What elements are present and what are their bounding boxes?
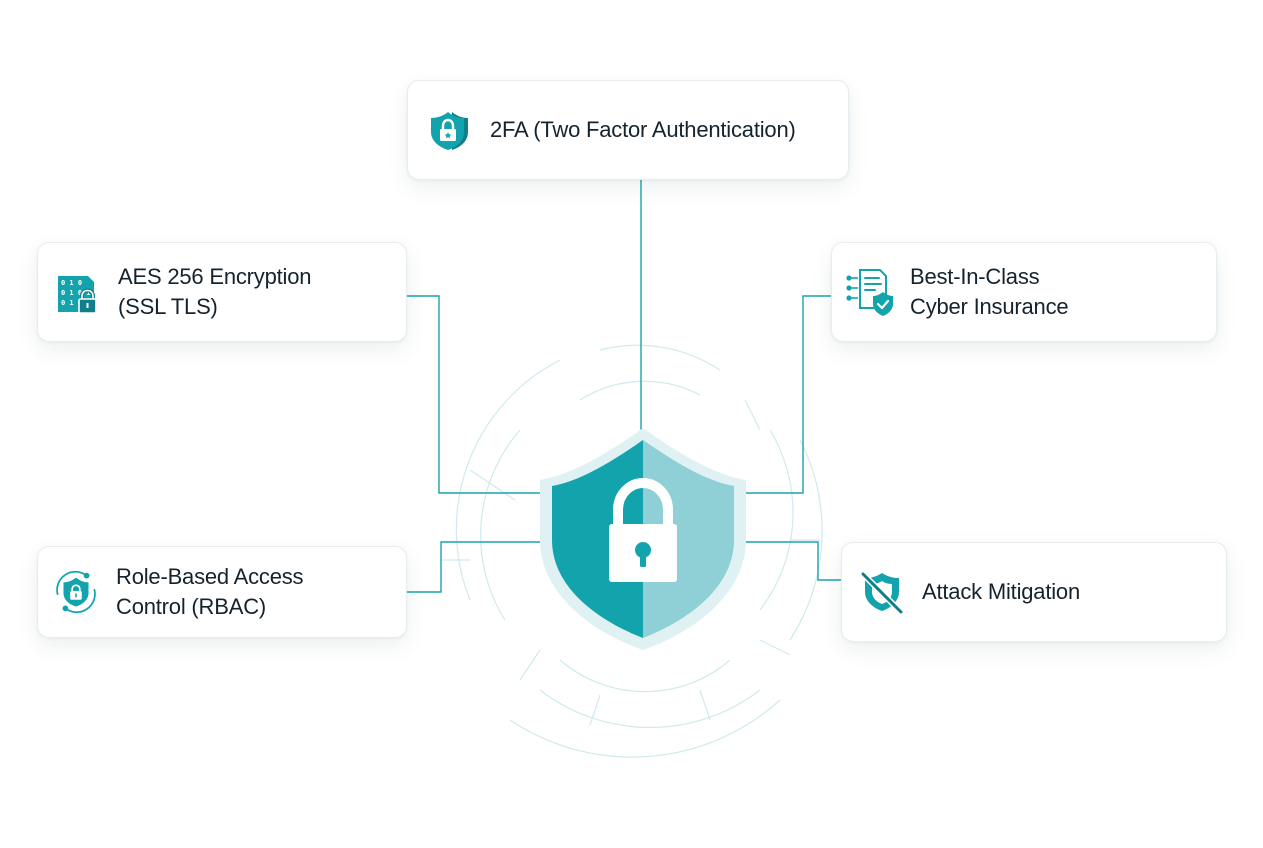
feature-card-aes: 0 1 0 0 1 0 1 0 1 0 AES 256 Encryption (… xyxy=(37,242,407,342)
document-shield-check-icon xyxy=(844,266,896,318)
feature-card-attack-mitigation: Attack Mitigation xyxy=(841,542,1227,642)
connector-atk xyxy=(738,541,841,581)
shield-slash-icon xyxy=(856,566,908,618)
feature-card-2fa: 2FA (Two Factor Authentication) xyxy=(407,80,849,180)
shield-lock-icon xyxy=(424,104,476,156)
svg-text:0 1 0: 0 1 0 xyxy=(61,279,82,287)
feature-label-attack-mitigation: Attack Mitigation xyxy=(922,579,1081,604)
svg-text:0 1 0: 0 1 0 xyxy=(61,299,82,307)
feature-label-2fa: 2FA (Two Factor Authentication) xyxy=(490,117,796,142)
cycle-shield-lock-icon xyxy=(50,566,102,618)
feature-card-cyber-insurance: Best-In-Class Cyber Insurance xyxy=(831,242,1217,342)
connector-bic xyxy=(742,295,831,494)
feature-label-aes: AES 256 Encryption (SSL TLS) xyxy=(118,264,312,319)
feature-card-rbac: Role-Based Access Control (RBAC) xyxy=(37,546,407,638)
connector-aes xyxy=(407,295,545,494)
svg-text:0 1 0 1: 0 1 0 1 xyxy=(61,289,91,297)
feature-label-cyber-insurance: Best-In-Class Cyber Insurance xyxy=(910,264,1069,319)
connector-rbac xyxy=(407,541,550,593)
feature-label-rbac: Role-Based Access Control (RBAC) xyxy=(116,564,304,619)
binary-lock-icon: 0 1 0 0 1 0 1 0 1 0 xyxy=(52,266,104,318)
